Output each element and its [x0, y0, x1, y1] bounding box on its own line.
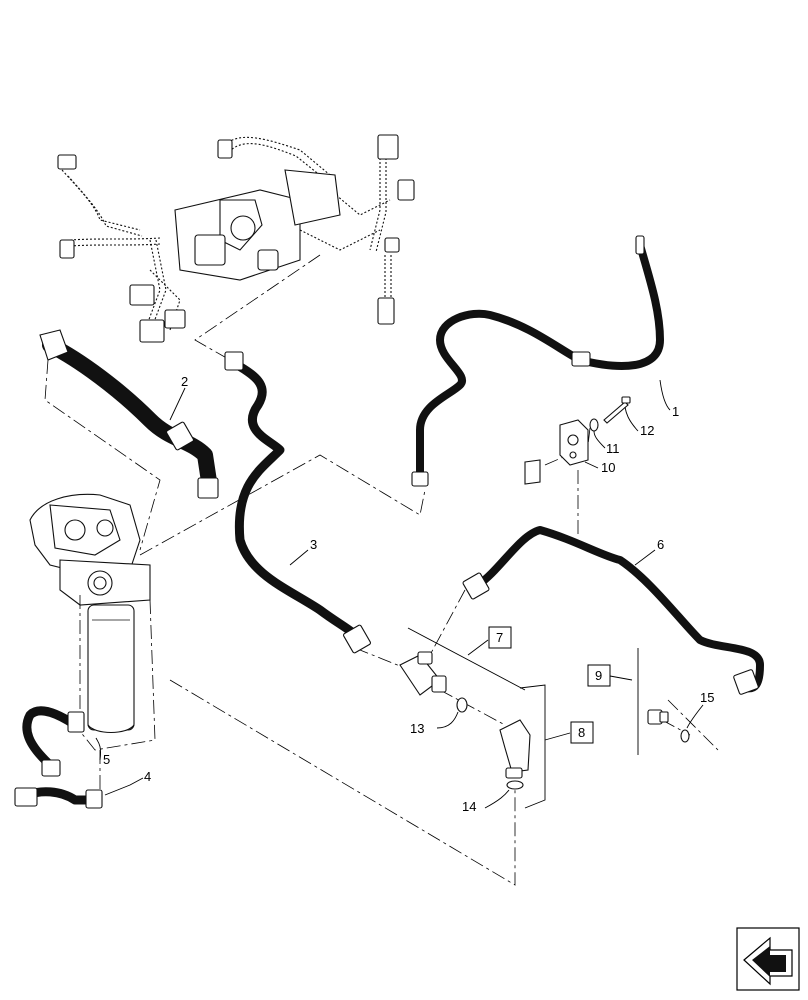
hose-1 — [411, 235, 664, 487]
callout-12: 12 — [640, 423, 654, 438]
callout-8-box — [570, 721, 594, 744]
callout-labels: 1 2 3 4 5 6 10 11 12 13 14 15 7 8 9 — [103, 374, 714, 814]
tube-5 — [22, 706, 85, 777]
callout-4: 4 — [144, 769, 151, 784]
callout-7-box — [488, 626, 512, 649]
callout-6: 6 — [657, 537, 664, 552]
hose-2 — [39, 329, 219, 499]
callout-13: 13 — [410, 721, 424, 736]
pump-filter-assembly — [29, 493, 151, 734]
fitting-9 — [647, 709, 669, 725]
tube-4 — [14, 787, 103, 809]
callout-5: 5 — [103, 752, 110, 767]
callout-15: 15 — [700, 690, 714, 705]
valve-manifold-ghost — [57, 134, 415, 343]
callout-11: 11 — [606, 441, 620, 456]
leader-lines — [95, 379, 704, 809]
bolt-12 — [603, 396, 631, 424]
o-ring-14 — [506, 780, 524, 790]
washer-11 — [589, 418, 599, 432]
callout-8: 8 — [578, 725, 585, 740]
tube-6 — [462, 526, 764, 695]
clamp-10 — [524, 419, 589, 485]
next-page-arrow-icon[interactable] — [736, 927, 800, 991]
tube-3 — [224, 351, 371, 654]
callout-9: 9 — [595, 668, 602, 683]
adapter-7 — [399, 651, 447, 696]
callout-9-box — [587, 664, 611, 687]
o-ring-15 — [680, 729, 690, 743]
elbow-8 — [499, 719, 531, 779]
callout-2: 2 — [181, 374, 188, 389]
callout-10: 10 — [601, 460, 615, 475]
callout-3: 3 — [310, 537, 317, 552]
callout-14: 14 — [462, 799, 476, 814]
callout-1: 1 — [672, 404, 679, 419]
o-ring-13 — [456, 697, 468, 713]
callout-7: 7 — [496, 630, 503, 645]
